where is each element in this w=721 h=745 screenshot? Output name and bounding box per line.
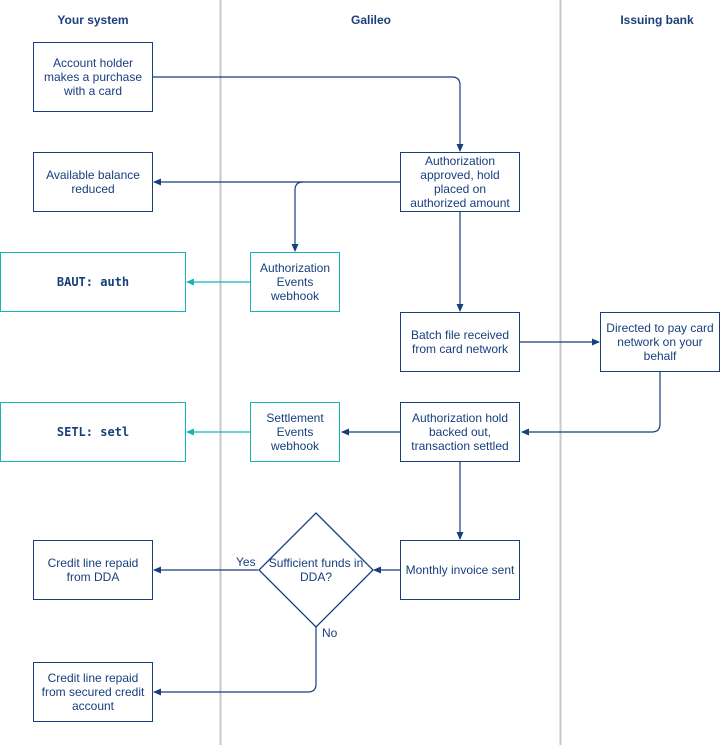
node-credit-dda: Credit line repaid from DDA: [33, 540, 153, 600]
node-credit-secured: Credit line repaid from secured credit a…: [33, 662, 153, 722]
node-batch-file: Batch file received from card network: [400, 312, 520, 372]
node-settlement-webhook: Settlement Events webhook: [250, 402, 340, 462]
node-setl: SETL: setl: [0, 402, 186, 462]
edge-label-no: No: [322, 626, 338, 640]
decision-label: Sufficient funds in DDA?: [268, 556, 364, 584]
edge-label-yes: Yes: [236, 555, 256, 569]
lane-title-your-system: Your system: [57, 13, 129, 27]
setl-code-label: SETL: setl: [56, 425, 130, 439]
edge-directed-to-hold: [521, 372, 661, 436]
node-purchase: Account holder makes a purchase with a c…: [33, 42, 153, 112]
node-baut: BAUT: auth: [0, 252, 186, 312]
edge-decision-no: [153, 627, 317, 696]
edge-auth-to-webhook: [291, 181, 304, 252]
node-balance-reduced: Available balance reduced: [33, 152, 153, 212]
lane-title-galileo: Galileo: [350, 13, 391, 27]
node-invoice: Monthly invoice sent: [400, 540, 520, 600]
node-auth-approved: Authorization approved, hold placed on a…: [400, 152, 520, 212]
node-auth-webhook: Authorization Events webhook: [250, 252, 340, 312]
node-directed-pay: Directed to pay card network on your beh…: [600, 312, 720, 372]
node-hold-backed-out: Authorization hold backed out, transacti…: [400, 402, 520, 462]
lane-title-issuing-bank: Issuing bank: [620, 13, 694, 27]
edge-purchase-to-auth: [153, 76, 464, 152]
baut-code-label: BAUT: auth: [56, 275, 130, 289]
decision-diamond: [258, 512, 374, 628]
